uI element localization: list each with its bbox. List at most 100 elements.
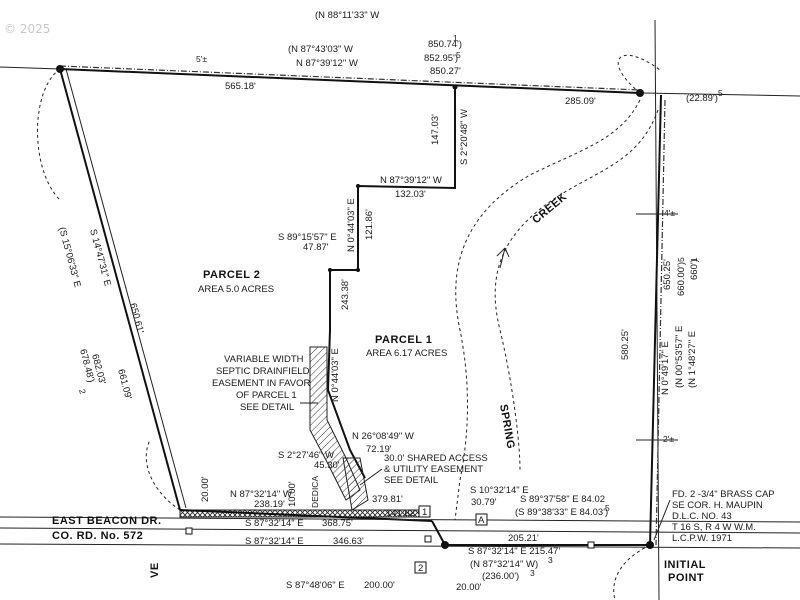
- creek-bank-east: [494, 109, 659, 471]
- septic-note-3: EASEMENT IN FAVOR: [212, 378, 311, 389]
- dist-379: 379.81': [372, 494, 403, 505]
- north-east-segment: 285.09': [565, 96, 596, 107]
- north-bearing: N 87°39'12" W: [296, 58, 358, 69]
- septic-note-2: SEPTIC DRAINFIELD: [216, 366, 310, 377]
- north-distance-record-1-note: 1: [453, 33, 458, 43]
- parcel-2-name: PARCEL 2: [203, 269, 260, 281]
- corner-note-4: T 16 S, R 4 W W.M.: [672, 522, 756, 533]
- marker-2: 2: [418, 563, 423, 574]
- road-bearing-1: N 87°32'14" W: [230, 489, 292, 500]
- copyright-text: © 2025: [4, 22, 50, 36]
- parcel-2-area: AREA 5.0 ACRES: [198, 284, 274, 295]
- road-south-edge: [0, 543, 800, 549]
- corner-leader: [653, 499, 671, 541]
- line-72-bearing: N 26°08'49" W: [352, 431, 414, 442]
- septic-note-5: SEE DETAIL: [240, 402, 294, 413]
- corner-note-1: FD. 2 -3/4" BRASS CAP: [672, 489, 775, 500]
- witness-post: [185, 527, 193, 535]
- marker-a: A: [478, 515, 485, 526]
- line-72-distance: 72.19': [366, 444, 392, 455]
- access-easement-area: [342, 457, 369, 511]
- septic-note-4: OF PARCEL 1: [236, 390, 297, 401]
- line-132-distance: 132.03': [395, 189, 426, 200]
- n87-record: (N 87°32'14" W): [470, 559, 538, 570]
- east-distance-record-1-note: 5: [676, 257, 686, 262]
- initial-point-monument: [646, 541, 654, 549]
- north-boundary-line: [59, 68, 641, 94]
- road-name: EAST BEACON DR.: [52, 515, 162, 527]
- witness-post: [424, 535, 432, 543]
- ve-label: VE: [149, 562, 161, 578]
- s87-bottom: S 87°48'06" E: [286, 580, 345, 591]
- north-west-segment: 565.18': [225, 81, 256, 92]
- line-47-bearing: S 89°15'57" E: [278, 232, 337, 243]
- line-47-distance: 47.87': [303, 242, 329, 253]
- spring-label: SPRING: [497, 403, 517, 450]
- dist-141: 141.62': [386, 508, 417, 519]
- north-fence-line: [59, 65, 641, 91]
- witness-post: [587, 541, 595, 549]
- s87-line: S 87°32'14" E 215.47': [468, 546, 560, 557]
- east-bearing: N 0°49'17" E: [660, 341, 671, 395]
- north-distance-record-1: 850.74'): [428, 39, 462, 50]
- s89-bearing: S 89°37'58" E 84.02: [520, 494, 605, 505]
- road-centerline: [0, 527, 800, 534]
- access-leader: [359, 468, 383, 486]
- west-bearing-record: (S 15°06'33" E: [56, 226, 83, 289]
- line-147-distance: 147.03': [430, 114, 441, 145]
- corner-note-5: L.C.P.W. 1971: [672, 533, 732, 544]
- parcel-1-name: PARCEL 1: [375, 334, 432, 346]
- corner-note-3: D.L.C. NO. 43: [672, 511, 732, 522]
- line-132-bearing: N 87°39'12" W: [380, 175, 442, 186]
- division-corner: [356, 268, 360, 272]
- corner-note-2: SE COR. H. MAUPIN: [672, 500, 763, 511]
- line-147-bearing: S 2°20'48" W: [459, 109, 470, 165]
- east-fence-line: [655, 99, 666, 546]
- creek-bank-west: [454, 99, 641, 521]
- s89-record: (S 89°38'33" E 84.03'): [515, 507, 608, 518]
- marker-a-box: [475, 513, 488, 526]
- access-note-1: 30.0' SHARED ACCESS: [384, 453, 488, 464]
- dist-bottom: 200.00': [364, 580, 395, 591]
- east-width-bottom: 2'±: [663, 434, 674, 444]
- line-45-bearing: S 2°27'46" W: [278, 450, 334, 461]
- marker-1-box: [418, 505, 431, 518]
- dist-236-record: (236.00'): [482, 571, 519, 582]
- west-distance-record-2-note: 2: [77, 388, 88, 395]
- north-bearing-record-1: (N 88°11'33" W: [315, 10, 379, 21]
- south-monument: [441, 541, 449, 549]
- south-width-2: 10.00': [287, 481, 298, 507]
- dedication-label: DEDICA: [310, 476, 320, 508]
- ne-record-arc: [617, 54, 661, 94]
- road-bearing-3: S 87°32'14" E: [245, 536, 304, 547]
- east-tie-line: [642, 92, 800, 97]
- line-121-distance: 121.86': [364, 209, 375, 240]
- west-distance: 650.61': [127, 302, 146, 335]
- ne-offset-note: 5: [718, 88, 723, 98]
- s10-bearing: S 10°32'14" E: [470, 485, 529, 496]
- septic-note-1: VARIABLE WIDTH: [224, 354, 304, 365]
- division-corner: [452, 84, 458, 90]
- north-bearing-record-2: (N 87°43'03" W: [288, 44, 353, 55]
- line-121-bearing: N 0°44'03" E: [346, 198, 357, 252]
- parcel-1-area: AREA 6.17 ACRES: [366, 348, 447, 359]
- west-offset-line: [65, 68, 187, 509]
- east-width-top: 4'±: [664, 208, 675, 218]
- line-45-distance: 45.30': [314, 460, 340, 471]
- west-boundary-line: [59, 68, 181, 511]
- s89-record-note: 5: [605, 503, 610, 513]
- division-corner: [356, 184, 360, 188]
- division-corner: [328, 268, 332, 272]
- initial-point-1: INITIAL: [664, 559, 706, 571]
- north-width-note: 5'±: [196, 54, 207, 64]
- south-jog-line: [431, 520, 446, 546]
- east-bearing-record-2: (N 1°48'27" E: [687, 331, 698, 388]
- dist-partial: 20.00': [456, 582, 482, 593]
- se-record-arc: [613, 544, 651, 600]
- initial-point-2: POINT: [668, 572, 704, 584]
- dist-205: 205.21': [508, 533, 539, 544]
- north-distance: 850.27': [430, 66, 461, 77]
- north-distance-record-2-note: 5: [456, 50, 461, 60]
- creek-label: CREEK: [530, 191, 569, 227]
